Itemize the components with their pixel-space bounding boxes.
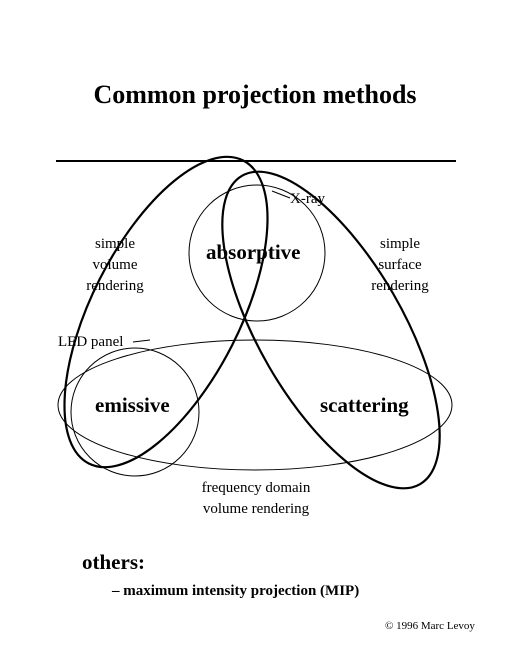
- title-rule: [56, 160, 456, 162]
- led-panel-circle: [70, 347, 200, 477]
- absorptive-label: absorptive: [206, 240, 301, 264]
- label-line: volume rendering: [202, 501, 310, 517]
- led-panel-leader: [132, 339, 151, 343]
- label-line: surface: [378, 257, 422, 273]
- xray-leader: [271, 190, 291, 199]
- label-line: simple: [95, 236, 135, 252]
- label-line: simple: [380, 236, 420, 252]
- simple-volume-rendering-label: simple volume rendering: [70, 234, 160, 297]
- label-line: rendering: [86, 278, 144, 294]
- others-heading: others:: [82, 550, 145, 574]
- emissive-label: emissive: [95, 393, 170, 417]
- copyright-text: © 1996 Marc Levoy: [385, 620, 475, 632]
- simple-surface-rendering-label: simple surface rendering: [355, 234, 445, 297]
- others-item-mip: – maximum intensity projection (MIP): [112, 583, 360, 599]
- label-line: rendering: [371, 278, 429, 294]
- scattering-label: scattering: [320, 393, 409, 417]
- page-title: Common projection methods: [93, 80, 417, 109]
- xray-label: X-ray: [290, 191, 325, 207]
- absorptive-scattering-ellipse: [221, 170, 441, 490]
- frequency-domain-label: frequency domain volume rendering: [185, 478, 327, 520]
- xray-circle: [188, 184, 326, 322]
- absorptive-emissive-ellipse: [63, 155, 269, 469]
- emissive-scattering-ellipse: [57, 339, 453, 471]
- label-line: volume: [92, 257, 138, 273]
- led-panel-label: LED panel: [58, 334, 124, 350]
- label-line: frequency domain: [201, 480, 311, 496]
